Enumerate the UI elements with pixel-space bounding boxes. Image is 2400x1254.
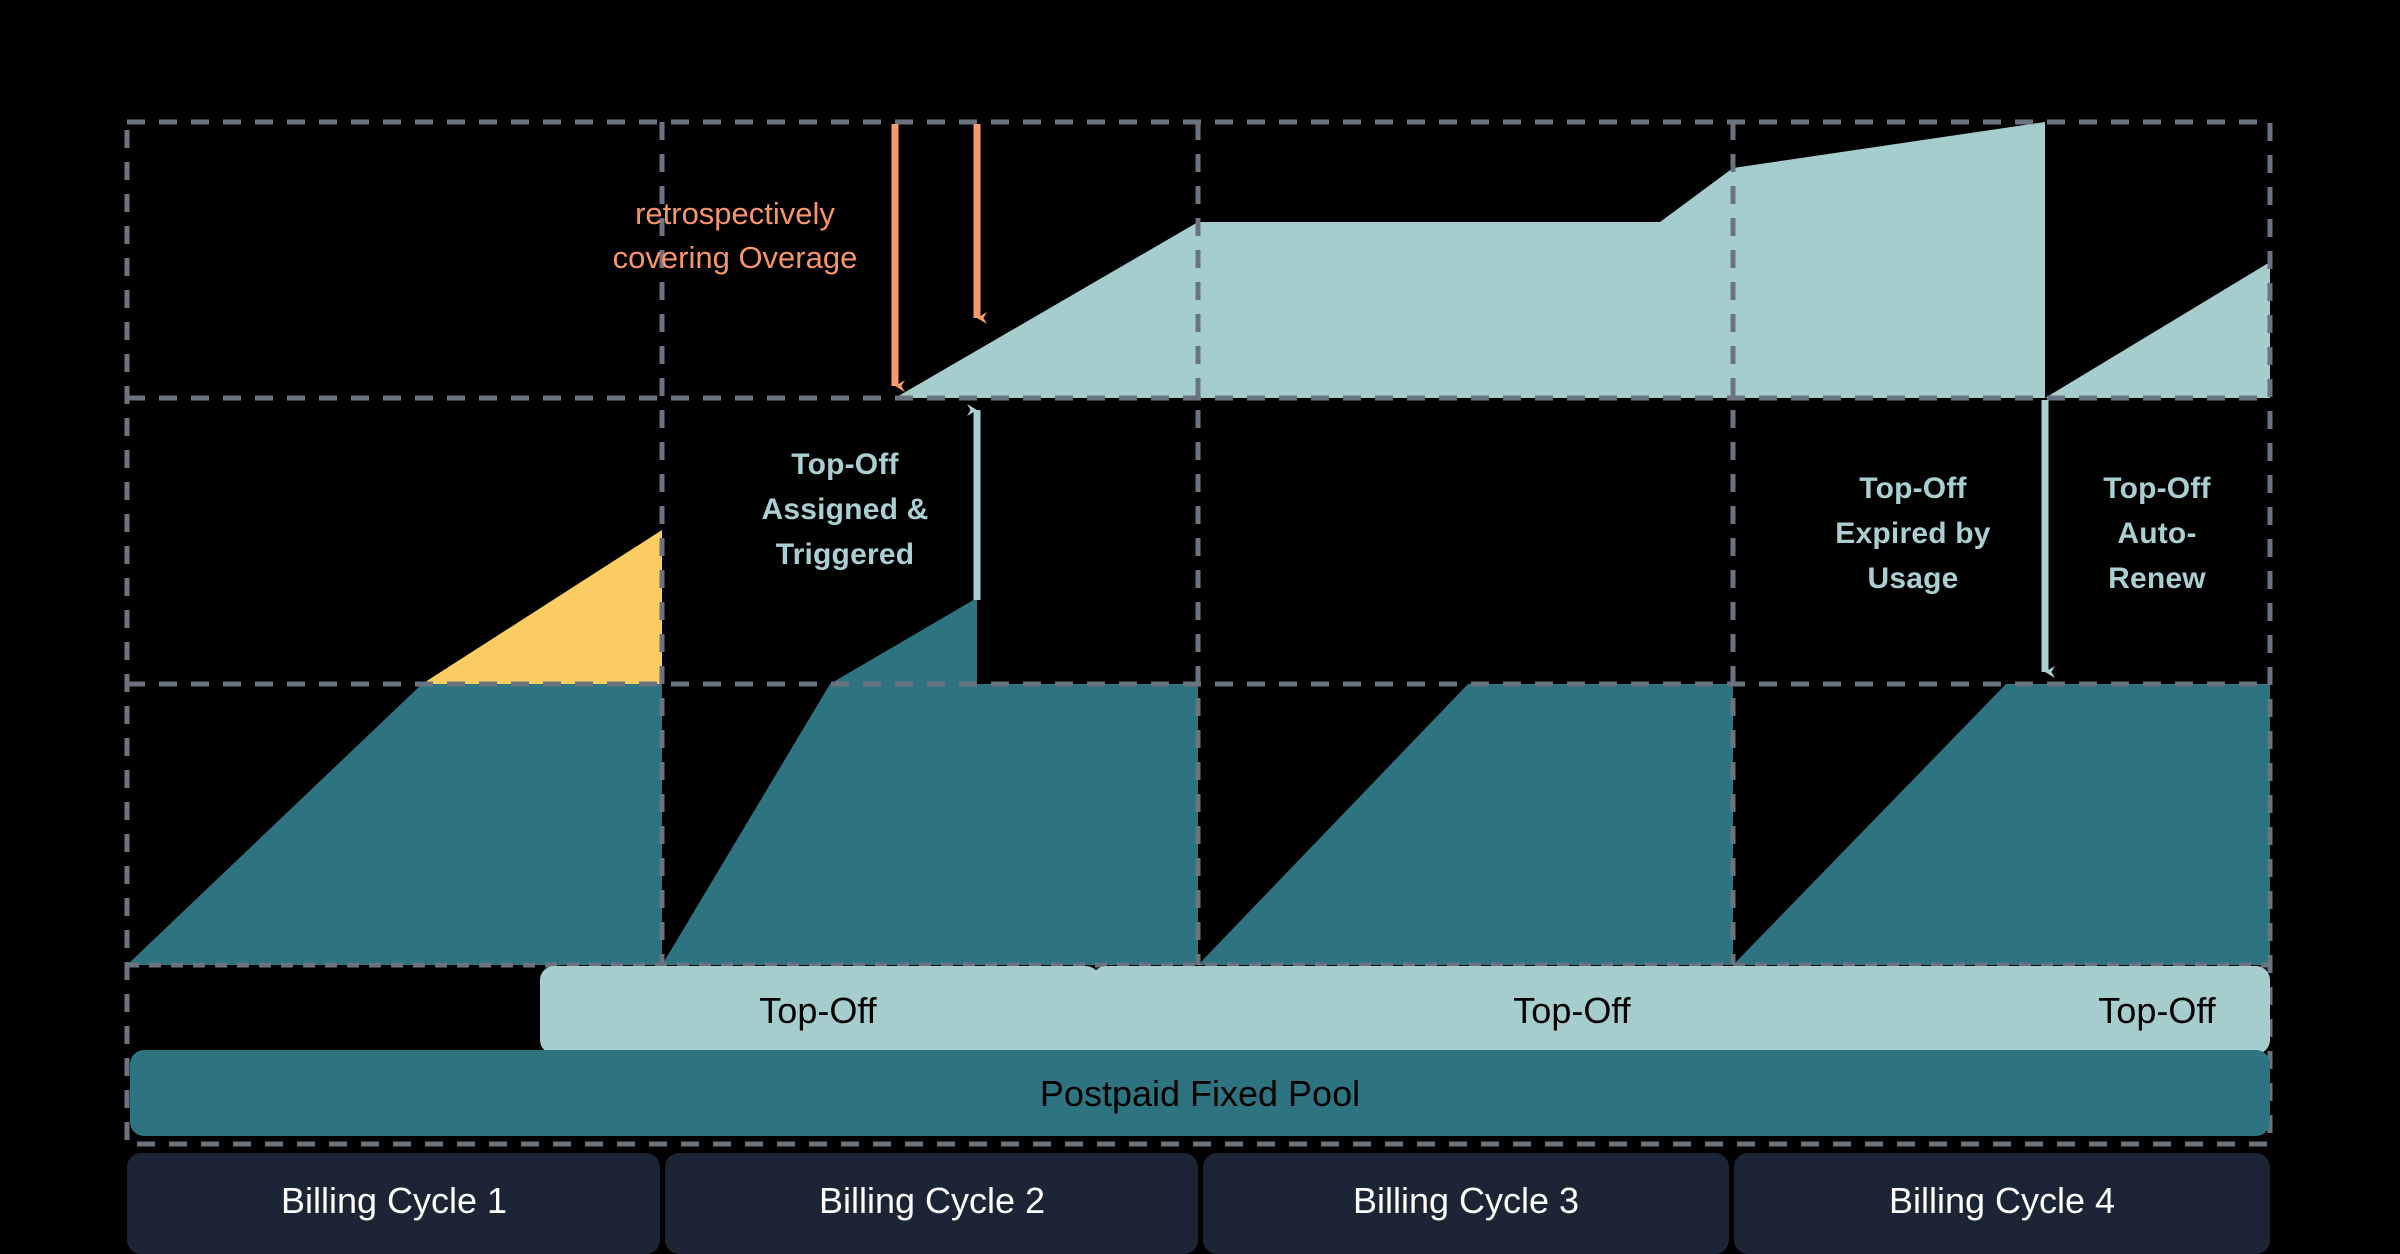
topoff-bar-label-3: Top-Off <box>2098 990 2216 1031</box>
billing-cycle-footer: Billing Cycle 1 Billing Cycle 2 Billing … <box>127 1153 2270 1254</box>
anno-renew-line-1: Top-Off <box>2103 472 2211 505</box>
pool-area-cycle2 <box>662 598 1198 965</box>
anno-renew-line-2: Auto- <box>2117 517 2196 550</box>
pool-area-cycle1 <box>127 684 662 965</box>
cycle-box-3[interactable] <box>1203 1153 1729 1254</box>
pool-area-cycle4 <box>1733 684 2270 965</box>
pool-area-series <box>127 598 2270 965</box>
topoff-bar-segment-1[interactable] <box>540 966 1100 1054</box>
legend-topoff-bars: Top-Off Top-Off Top-Off <box>540 966 2270 1054</box>
topoff-bar-segment-2[interactable] <box>1092 966 2092 1054</box>
cycle-label-4: Billing Cycle 4 <box>1889 1180 2115 1221</box>
topoff-bar-label-1: Top-Off <box>759 990 877 1031</box>
annotation-retrospective-overage: retrospectively covering Overage <box>613 196 858 275</box>
anno-expired-line-3: Usage <box>1867 562 1958 595</box>
plot-grid <box>124 119 2273 1147</box>
annotation-topoff-expired: Top-Off Expired by Usage <box>1835 472 1990 595</box>
cycle-box-4[interactable] <box>1734 1153 2270 1254</box>
topoff-area-cycle4-renew <box>2045 262 2270 398</box>
topoff-area-series <box>895 122 2270 398</box>
anno-assigned-line-2: Assigned & <box>761 493 928 526</box>
anno-expired-line-1: Top-Off <box>1859 472 1967 505</box>
anno-assigned-line-3: Triggered <box>776 538 915 571</box>
anno-expired-line-2: Expired by <box>1835 517 1990 550</box>
cycle-label-1: Billing Cycle 1 <box>281 1180 507 1221</box>
topoff-area-cycle2 <box>895 222 1198 398</box>
annotation-topoff-autorenew: Top-Off Auto- Renew <box>2103 472 2211 595</box>
cycle-label-2: Billing Cycle 2 <box>819 1180 1045 1221</box>
anno-assigned-line-1: Top-Off <box>791 448 899 481</box>
anno-renew-line-3: Renew <box>2108 562 2206 595</box>
postpaid-pool-bar-label: Postpaid Fixed Pool <box>1040 1073 1360 1114</box>
postpaid-pool-bar[interactable] <box>130 1050 2270 1136</box>
cycle-box-2[interactable] <box>665 1153 1198 1254</box>
topoff-bar-label-2: Top-Off <box>1513 990 1631 1031</box>
annotation-arrows <box>891 124 2055 678</box>
anno-retro-line-1: retrospectively <box>635 196 835 231</box>
annotation-topoff-assigned: Top-Off Assigned & Triggered <box>761 448 928 571</box>
topoff-area-cycle4-expiry <box>1733 122 2045 398</box>
legend-pool-bar: Postpaid Fixed Pool <box>130 1050 2270 1136</box>
pool-area-cycle3 <box>1198 684 1733 965</box>
cycle-box-1[interactable] <box>127 1153 660 1254</box>
overage-area-cycle1 <box>422 530 662 684</box>
anno-retro-line-2: covering Overage <box>613 240 858 275</box>
topoff-bar-segment-3[interactable] <box>2046 966 2270 1054</box>
pool-area-cycle2-overflow <box>830 598 977 684</box>
cycle-label-3: Billing Cycle 3 <box>1353 1180 1579 1221</box>
topoff-area-cycle3 <box>1198 168 1733 398</box>
